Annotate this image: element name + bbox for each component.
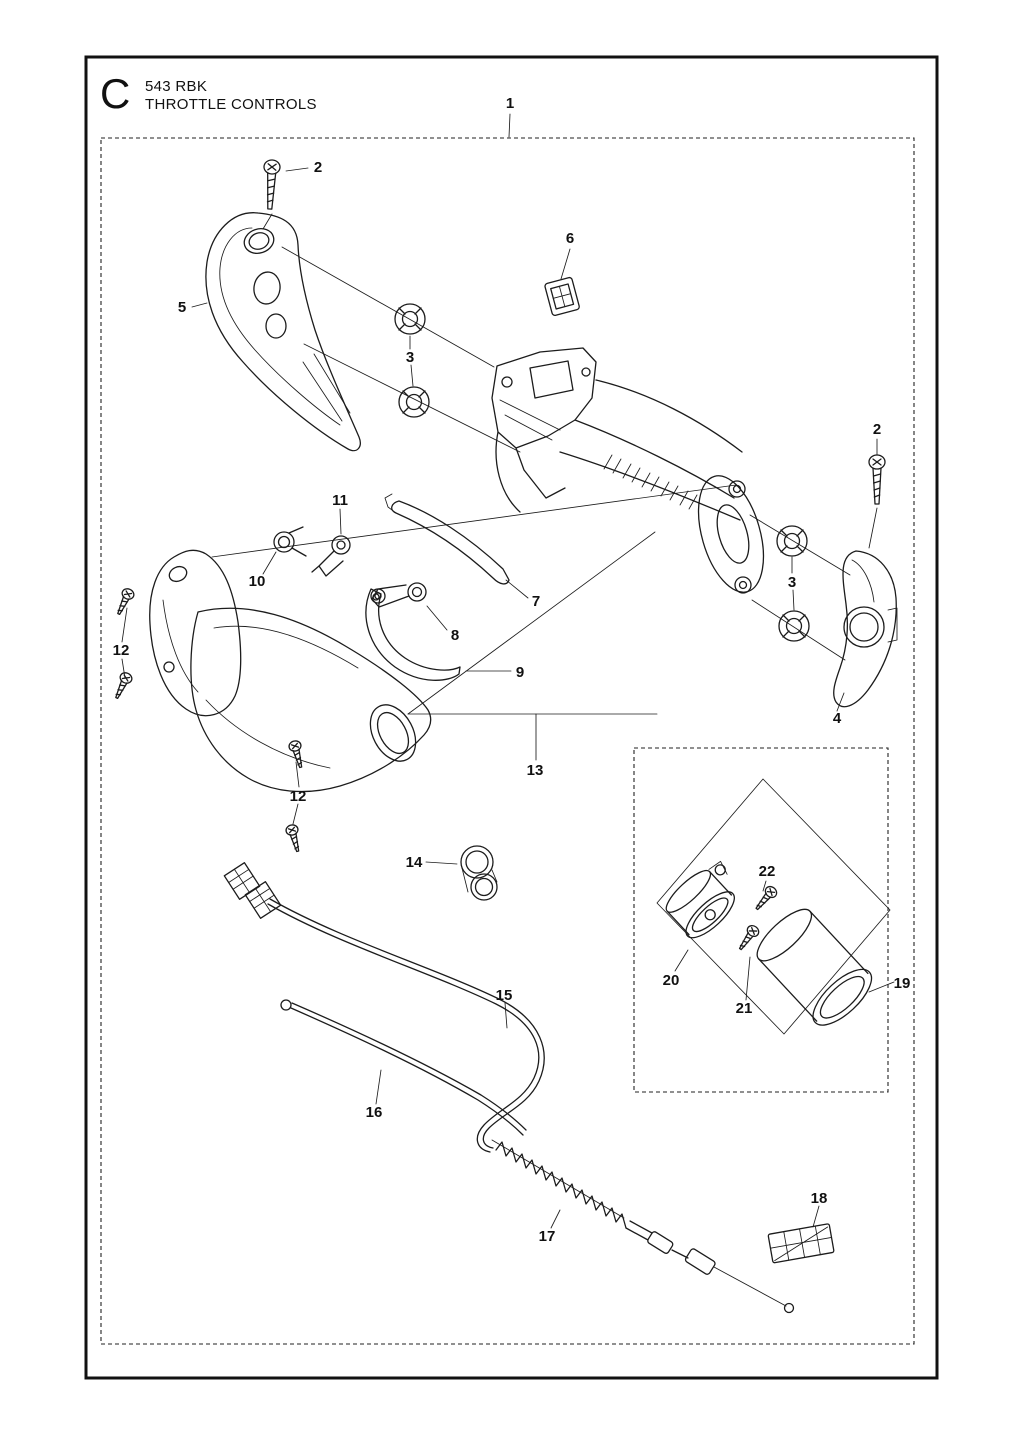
part-3-bushing-left-lower	[398, 386, 430, 418]
throttle-housing-half	[491, 347, 765, 594]
part-4-right-handle-shell	[833, 550, 898, 708]
part-10-torsion-spring	[273, 526, 307, 557]
callout-1: 1	[506, 95, 514, 112]
callout-10: 10	[249, 573, 266, 590]
kit-boundary-dashed	[633, 747, 889, 1093]
callout-11: 11	[332, 492, 348, 509]
part-5-left-handle-shell	[205, 212, 361, 452]
callout-2-right: 2	[873, 421, 881, 438]
callout-15: 15	[496, 987, 513, 1004]
part-12-screw-lower-upper	[287, 738, 308, 770]
part-12-screw-lower-lower	[284, 822, 305, 854]
assembly-boundary-dashed	[100, 137, 915, 1345]
harness-connectors	[223, 862, 282, 919]
part-2-screw-right	[868, 454, 886, 505]
model-label: 543 RBK	[145, 78, 207, 95]
part-15-wiring-assembly	[267, 898, 545, 1153]
callout-14: 14	[406, 854, 423, 871]
page-title: THROTTLE CONTROLS	[145, 96, 317, 113]
callout-18: 18	[811, 1190, 828, 1207]
part-12-screw-left-lower	[110, 670, 135, 702]
callout-20: 20	[663, 972, 680, 989]
callout-leader-lines	[121, 113, 895, 1229]
callout-17: 17	[539, 1228, 556, 1245]
part-14-cable-clamp	[460, 845, 498, 901]
part-21-screw	[734, 922, 762, 954]
part-6-stop-switch	[544, 276, 580, 317]
callout-8: 8	[451, 627, 459, 644]
part-3-bushing-right-lower	[778, 610, 810, 642]
callout-22: 22	[759, 863, 776, 880]
kit-plane-outline	[656, 778, 891, 1035]
part-2-screw-top	[261, 158, 282, 211]
rear-handle-body	[149, 549, 432, 793]
part-22-screw	[751, 883, 780, 914]
part-18-connector-block	[767, 1223, 835, 1264]
part-17-cable-spring	[491, 1139, 795, 1314]
callout-2-top: 2	[314, 159, 322, 176]
part-9-throttle-trigger	[365, 588, 461, 681]
page-border	[84, 55, 939, 1380]
callout-13: 13	[527, 762, 544, 779]
callout-3-right: 3	[788, 574, 796, 591]
housing-spring-ribs	[603, 454, 698, 510]
callout-7: 7	[532, 593, 540, 610]
callout-numbers: 1 2 5 3 6 2 3 4 11 10 7 8 9 12 12 13 14 …	[113, 95, 911, 1245]
part-11-interlock-link	[311, 535, 351, 577]
callout-6: 6	[566, 230, 574, 247]
part-20-clamp-cap	[665, 860, 735, 939]
callout-5: 5	[178, 299, 186, 316]
callout-9: 9	[516, 664, 524, 681]
part-16-throttle-cable	[280, 999, 527, 1136]
part-19-tube-sleeve	[756, 908, 873, 1026]
callout-12-left: 12	[113, 642, 130, 659]
part-3-bushing-right-upper	[776, 525, 808, 557]
section-letter: C	[100, 70, 130, 117]
part-7-throttle-rod	[384, 493, 510, 585]
callout-3-left: 3	[406, 349, 414, 366]
callout-16: 16	[366, 1104, 383, 1121]
projection-lines	[211, 213, 878, 715]
callout-4: 4	[833, 710, 842, 727]
callout-19: 19	[894, 975, 911, 992]
callout-12-lower: 12	[290, 788, 307, 805]
part-12-screw-left-upper	[112, 586, 137, 618]
callout-21: 21	[736, 1000, 753, 1017]
